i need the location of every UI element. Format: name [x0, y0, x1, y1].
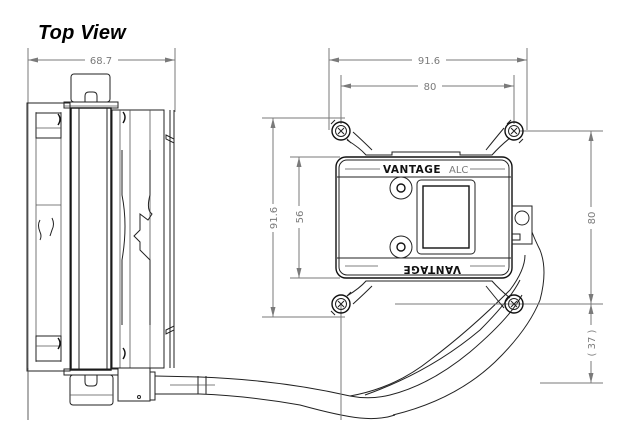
bottom-fitting	[69, 374, 114, 406]
dimension-label-hole-spacing-height: 80	[587, 212, 598, 225]
dimension-block-height: 56	[295, 157, 306, 278]
side-fitting	[511, 205, 533, 245]
brand-logo-top: VANTAGE	[383, 164, 441, 176]
radiator-core	[70, 107, 112, 371]
block-view: 91.6 80 91.6 56	[262, 48, 603, 420]
view-title: Top View	[38, 22, 126, 44]
top-fitting	[70, 73, 111, 103]
inlet-port	[389, 176, 413, 200]
outlet-port	[389, 235, 413, 259]
dimension-label-block-width: 91.6	[418, 56, 440, 67]
side-view: 68.7	[26, 48, 176, 420]
brand-logo-bottom: VANTAGE	[403, 263, 461, 275]
mounting-screw-bottom-right	[504, 294, 524, 314]
block-window	[416, 179, 476, 255]
mounting-screw-top-left	[330, 119, 352, 144]
dimension-label-block-height: 56	[295, 211, 306, 224]
mounting-screw-top-right	[504, 119, 524, 144]
dimension-label-hole-spacing-width: 80	[424, 82, 437, 93]
fan-frame-left	[26, 102, 71, 372]
dimension-hole-spacing-height: 80	[587, 131, 598, 304]
dimension-side-width: 68.7	[27, 48, 176, 420]
mounting-screw-bottom-left	[330, 291, 352, 316]
dimension-tube-offset: ( 37 )	[587, 304, 598, 383]
dimension-block-height-overall: 91.6	[269, 118, 280, 317]
tube-adapter	[117, 367, 151, 402]
dimension-label-block-height-overall: 91.6	[269, 207, 280, 229]
dimension-block-width: 91.6	[329, 56, 527, 67]
mounting-bracket	[346, 127, 511, 309]
dimension-label-tube-offset: ( 37 )	[587, 329, 598, 356]
dimension-hole-spacing-width: 80	[341, 82, 514, 93]
dimension-label-side-width: 68.7	[90, 56, 112, 67]
brand-logo-suffix: ALC	[449, 165, 468, 176]
